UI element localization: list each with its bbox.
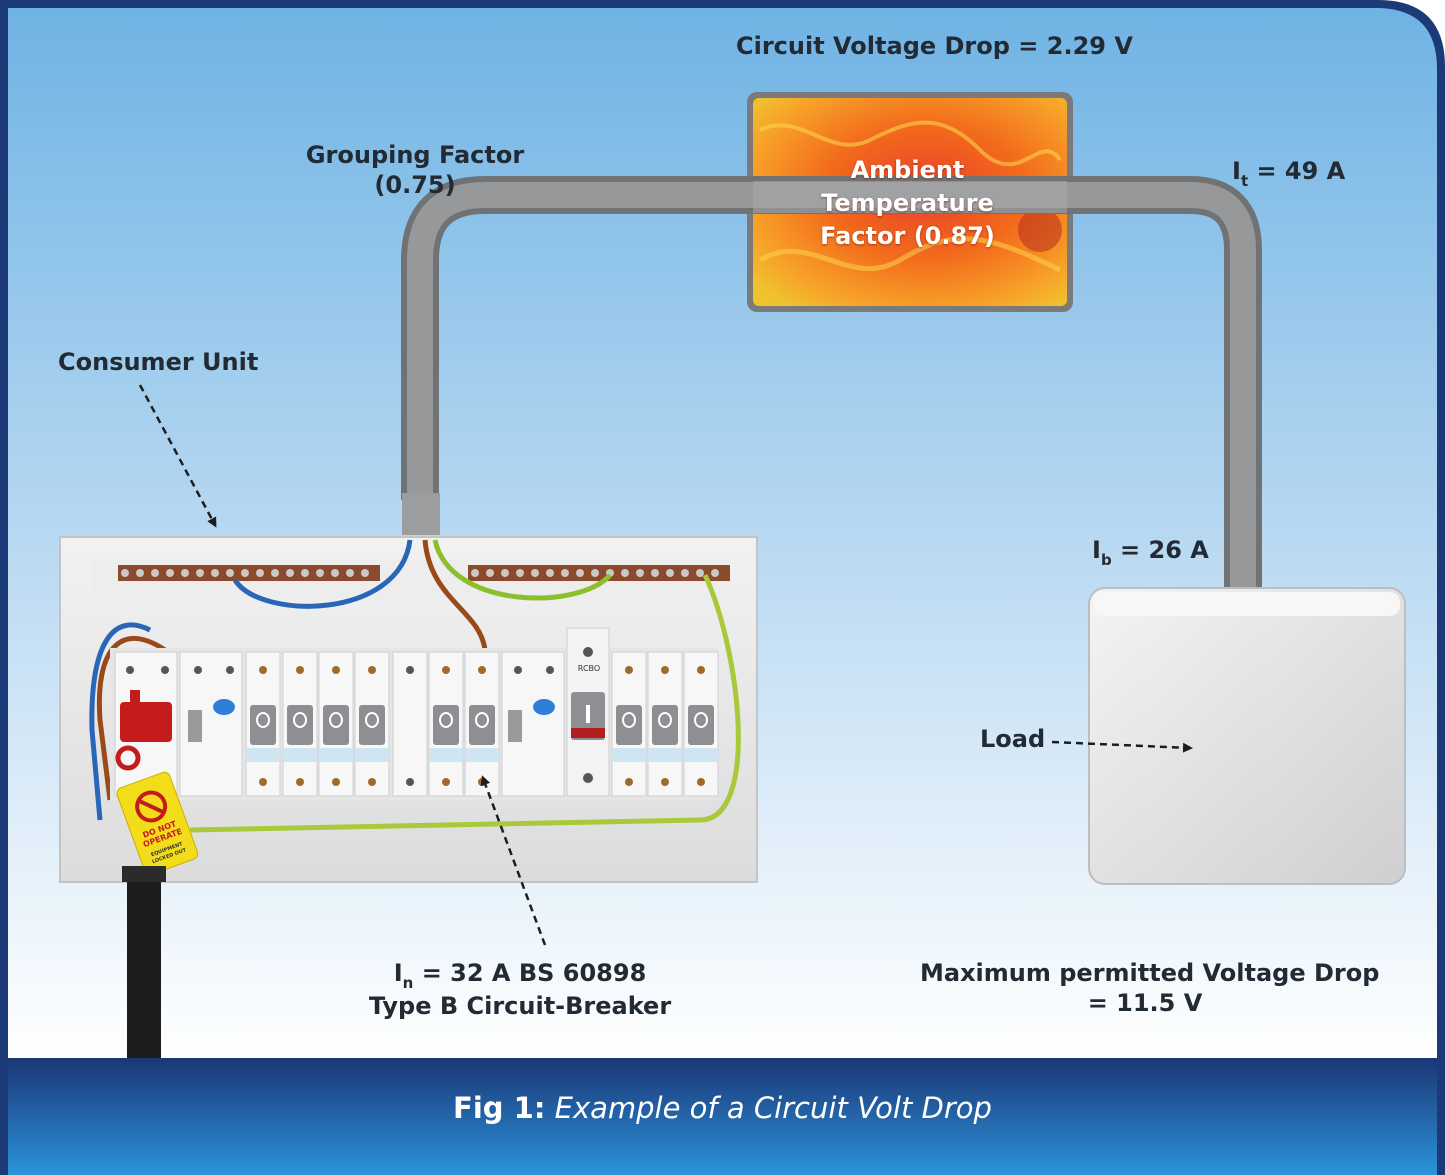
load-box [1088,587,1406,885]
breaker-pointer [480,775,547,946]
cable-gland [402,493,440,535]
load-label: Load [980,725,1046,753]
max-voltage-drop-label: Maximum permitted Voltage Drop = 11.5 V [920,959,1380,1017]
consumer-unit-label: Consumer Unit [58,348,259,376]
ib-label: Ib = 26 A [1092,536,1209,569]
consumer-unit [59,536,758,1058]
figure-caption: Fig 1: Example of a Circuit Volt Drop [0,1088,1445,1128]
ambient-temperature-label: Ambient Temperature Factor (0.87) [820,156,995,250]
caption-text: Example of a Circuit Volt Drop [545,1091,992,1125]
grouping-factor-label: Grouping Factor (0.75) [305,141,525,199]
sky-background [8,8,1437,1058]
consumer-unit-pointer [138,384,217,528]
rcbo-marking: RCBO [578,664,600,673]
caption-band [8,1058,1437,1175]
circuit-voltage-drop-label: Circuit Voltage Drop = 2.29 V [736,32,1133,60]
breaker-rating-label: In = 32 A BS 60898 Type B Circuit-Breake… [368,959,672,1020]
caption-label: Fig 1: [453,1091,546,1125]
it-label: It = 49 A [1232,157,1346,190]
